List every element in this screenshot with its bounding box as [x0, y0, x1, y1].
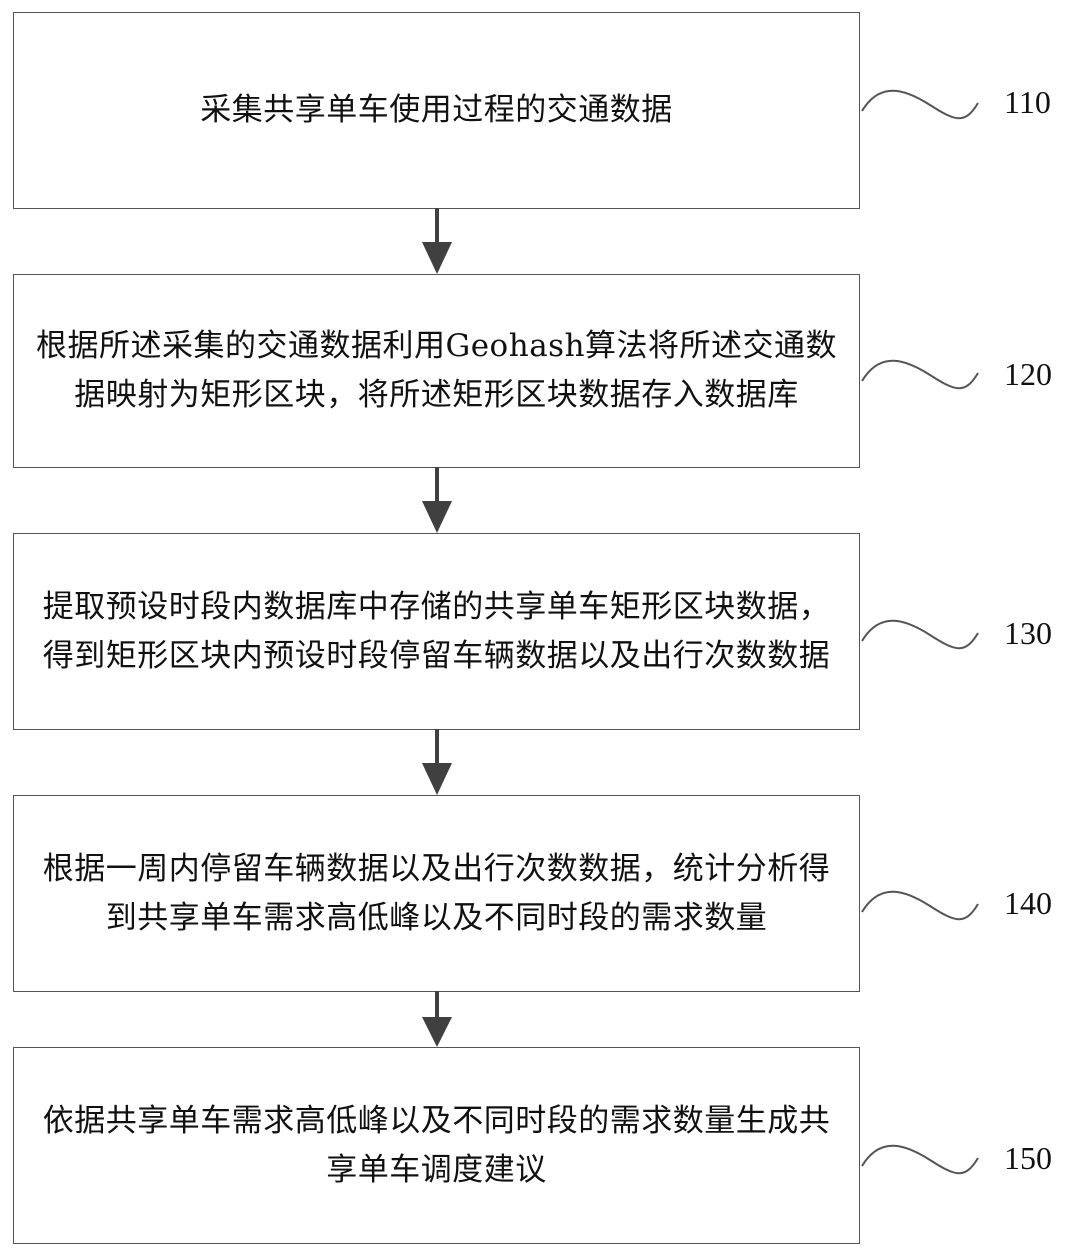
step-text-140: 根据一周内停留车辆数据以及出行次数数据，统计分析得到共享单车需求高低峰以及不同时…	[42, 850, 831, 936]
step-box-140: 根据一周内停留车辆数据以及出行次数数据，统计分析得到共享单车需求高低峰以及不同时…	[13, 795, 860, 992]
reference-leader-130	[861, 619, 979, 650]
step-text-130: 提取预设时段内数据库中存储的共享单车矩形区块数据，得到矩形区块内预设时段停留车辆…	[42, 588, 831, 674]
arrow-down-icon	[422, 729, 452, 795]
step-text-110: 采集共享单车使用过程的交通数据	[200, 92, 673, 128]
step-text-120: 根据所述采集的交通数据利用Geohash算法将所述交通数据映射为矩形区块，将所述…	[35, 328, 838, 413]
reference-leader-120	[861, 359, 979, 390]
reference-label-130: 130	[1004, 615, 1052, 651]
step-box-120: 根据所述采集的交通数据利用Geohash算法将所述交通数据映射为矩形区块，将所述…	[13, 274, 860, 468]
arrow-down-icon	[422, 991, 452, 1047]
step-box-130: 提取预设时段内数据库中存储的共享单车矩形区块数据，得到矩形区块内预设时段停留车辆…	[13, 533, 860, 730]
arrow-down-icon	[422, 208, 452, 274]
step-box-150: 依据共享单车需求高低峰以及不同时段的需求数量生成共享单车调度建议	[13, 1047, 860, 1244]
step-box-110: 采集共享单车使用过程的交通数据	[13, 12, 860, 209]
reference-label-140: 140	[1004, 885, 1052, 921]
reference-leader-150	[861, 1144, 979, 1175]
reference-label-150: 150	[1004, 1140, 1052, 1176]
reference-leader-110	[861, 89, 979, 120]
arrow-down-icon	[422, 467, 452, 533]
step-text-150: 依据共享单车需求高低峰以及不同时段的需求数量生成共享单车调度建议	[42, 1102, 831, 1188]
reference-label-110: 110	[1004, 84, 1051, 120]
reference-leader-140	[861, 890, 979, 921]
reference-label-120: 120	[1004, 356, 1052, 392]
